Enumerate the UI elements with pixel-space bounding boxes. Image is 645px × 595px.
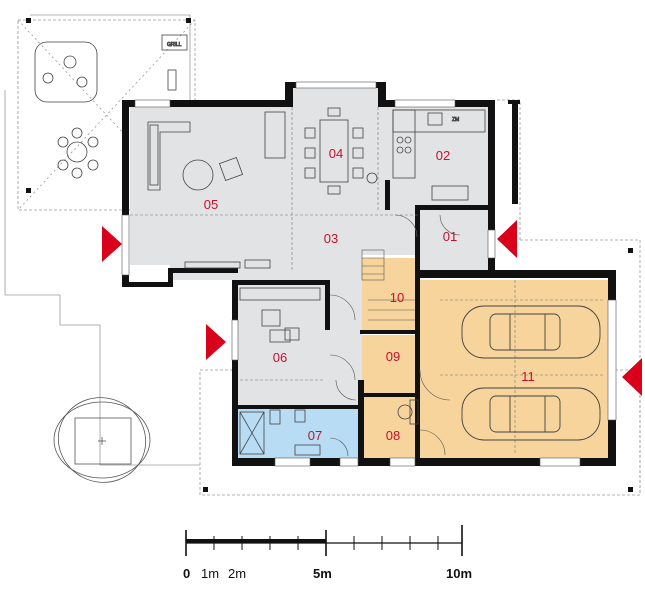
entrance-arrow-utility (206, 324, 226, 360)
wc-fixtures (397, 399, 419, 425)
room-label-07: 07 (308, 428, 322, 443)
terrace-furniture: GRILL (34, 34, 188, 179)
room-label-11: 11 (521, 369, 535, 384)
dashed-lines (130, 107, 605, 455)
room-06-furniture (239, 287, 321, 343)
car-bottom (461, 387, 601, 441)
kitchen-fixtures: ZM (392, 109, 486, 201)
car-top (461, 305, 601, 359)
entrance-arrow-hall (497, 220, 517, 258)
room-label-05: 05 (204, 197, 218, 212)
scale-label-1m: 1m (201, 566, 219, 581)
room-10-floor (362, 258, 420, 330)
entrance-arrow-garage (622, 358, 642, 396)
room-06-floor (236, 283, 330, 408)
room-label-06: 06 (273, 350, 287, 365)
doors (329, 214, 461, 457)
room-01-floor (420, 210, 490, 275)
entrance-arrow-living (102, 226, 122, 262)
living-room-furniture (147, 111, 286, 269)
bathroom-fixtures (239, 409, 321, 456)
jacuzzi (34, 41, 98, 103)
room-09-floor (362, 335, 420, 393)
room-label-03: 03 (324, 231, 338, 246)
entrance-arrows (102, 220, 642, 396)
room-label-08: 08 (386, 428, 400, 443)
scale-label-2m: 2m (228, 566, 246, 581)
columns (26, 18, 633, 492)
room-label-04: 04 (329, 146, 343, 161)
trampoline (53, 397, 151, 483)
room-label-09: 09 (386, 349, 400, 364)
scale-bar: 0 1m 2m 5m 10m (183, 525, 472, 581)
scale-label-5m: 5m (313, 566, 332, 581)
room-labels: 01 02 03 04 05 06 07 08 09 10 11 (204, 146, 535, 443)
room-label-02: 02 (436, 148, 450, 163)
scale-label-0: 0 (183, 566, 190, 581)
fridge-label: ZM (452, 117, 459, 123)
windows (121, 81, 617, 467)
room-label-10: 10 (390, 290, 404, 305)
dining-set (304, 107, 378, 195)
grill-label: GRILL (167, 42, 182, 48)
dining-table (319, 119, 349, 183)
stairs (361, 249, 415, 321)
scale-label-10m: 10m (446, 566, 472, 581)
room-label-01: 01 (443, 229, 457, 244)
coffee-table (182, 159, 214, 191)
